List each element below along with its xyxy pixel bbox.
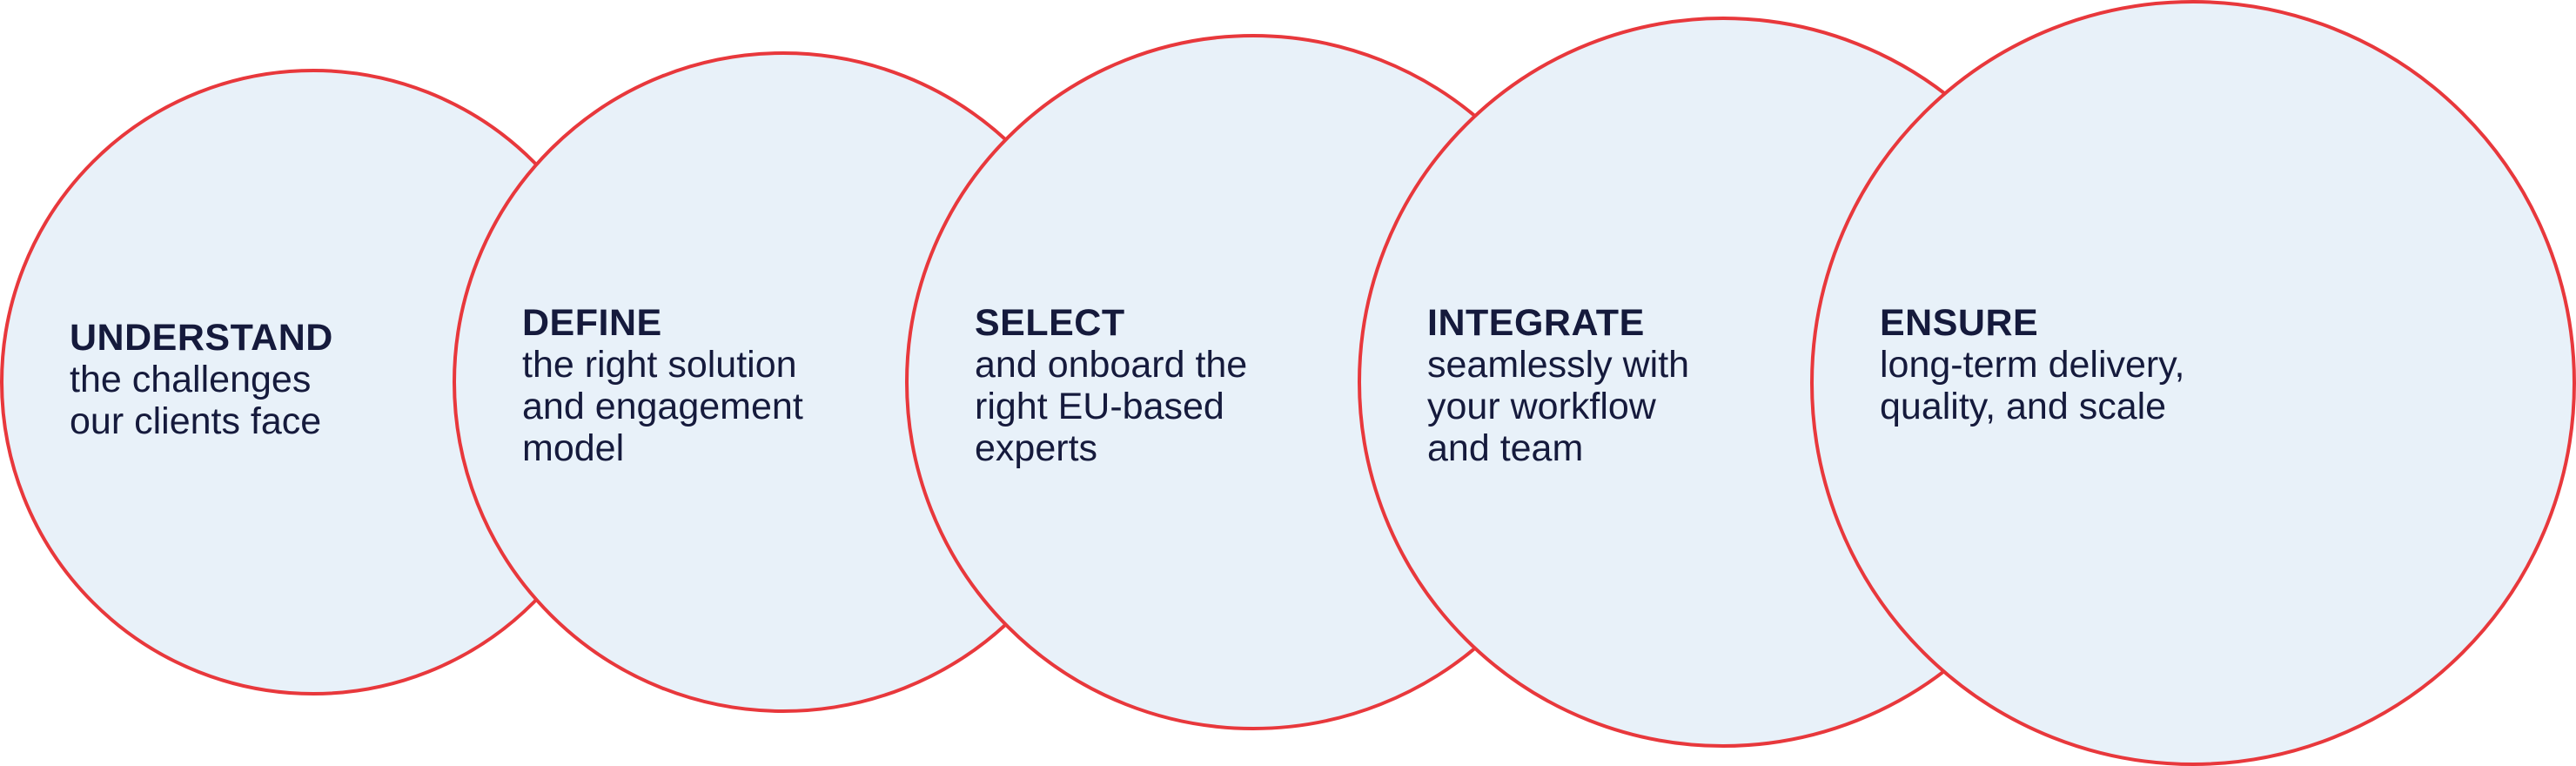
step-text-line: long-term delivery, <box>1880 344 2185 386</box>
step-label-select: SELECT and onboard the right EU-based ex… <box>975 302 1247 469</box>
step-label-ensure: ENSURE long-term delivery, quality, and … <box>1880 302 2185 427</box>
step-text-line: experts <box>975 427 1098 469</box>
step-text-line: and engagement <box>522 386 803 427</box>
step-text-line: our clients face <box>70 400 322 442</box>
step-text-line: seamlessly with <box>1427 344 1690 386</box>
step-label-understand: UNDERSTAND the challenges our clients fa… <box>70 317 333 442</box>
step-title: SELECT <box>975 302 1125 344</box>
step-title: UNDERSTAND <box>70 317 333 359</box>
step-text-line: right EU-based <box>975 386 1224 427</box>
step-text-line: and team <box>1427 427 1584 469</box>
step-text-line: model <box>522 427 625 469</box>
step-text-line: and onboard the <box>975 344 1248 386</box>
step-title: ENSURE <box>1880 302 2039 344</box>
step-title: DEFINE <box>522 302 662 344</box>
step-title: INTEGRATE <box>1427 302 1645 344</box>
step-label-integrate: INTEGRATE seamlessly with your workflow … <box>1427 302 1689 469</box>
step-circle-ensure <box>1810 0 2576 766</box>
step-text-line: the right solution <box>522 344 797 386</box>
step-text-line: the challenges <box>70 359 312 400</box>
step-label-define: DEFINE the right solution and engagement… <box>522 302 803 469</box>
step-text-line: quality, and scale <box>1880 386 2167 427</box>
step-text-line: your workflow <box>1427 386 1656 427</box>
